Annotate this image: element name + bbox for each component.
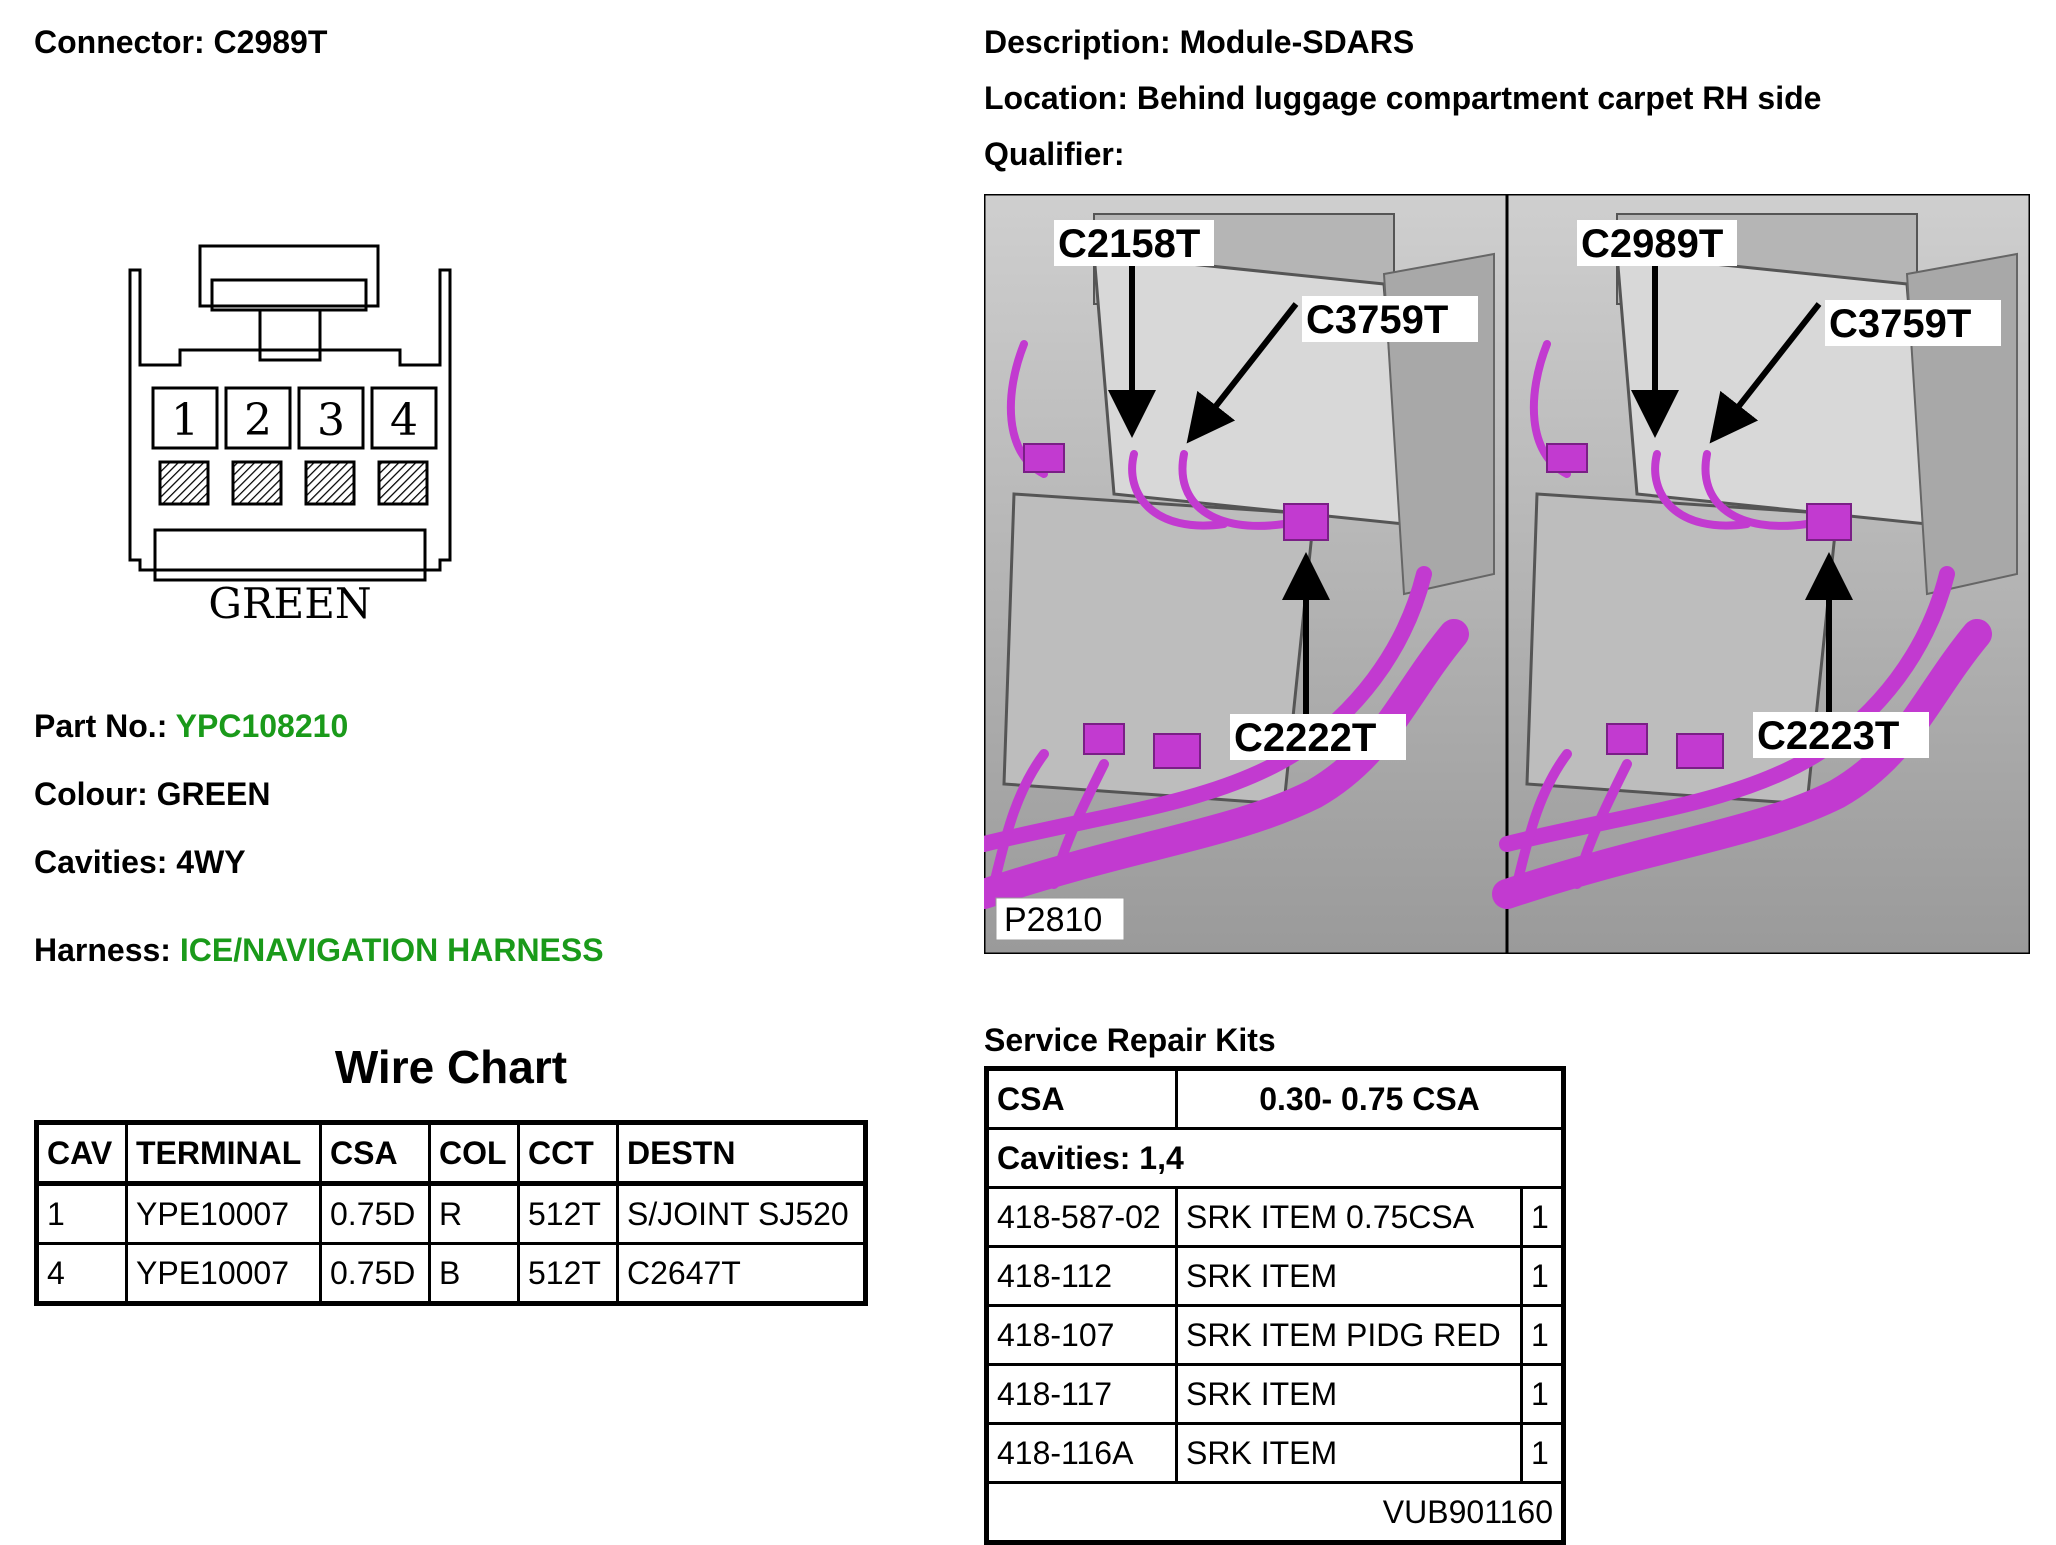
wire-chart-title: Wire Chart bbox=[334, 1041, 568, 1093]
callout-label: C2222T bbox=[1234, 716, 1376, 760]
photo-panel-right: C2989T C3759T C2223T bbox=[1492, 213, 2018, 909]
column-header: TERMINAL bbox=[125, 1121, 322, 1186]
pin-number: 1 bbox=[171, 395, 199, 446]
part-number-label: Part No.: bbox=[34, 708, 168, 744]
table-row: 1 YPE10007 0.75D R 512T S/JOINT SJ520 bbox=[35, 1182, 867, 1245]
table-cell: 0.75D bbox=[319, 1242, 431, 1305]
srk-table: CSA 0.30- 0.75 CSA Cavities: 1,4 418-587… bbox=[984, 1066, 1566, 1545]
column-header: CAV bbox=[35, 1121, 128, 1186]
pin-number: 3 bbox=[317, 395, 345, 446]
pin-number: 4 bbox=[390, 395, 418, 446]
table-cell: SRK ITEM 0.75CSA bbox=[1175, 1186, 1523, 1248]
table-cell: SRK ITEM bbox=[1175, 1422, 1523, 1484]
srk-csa-row: CSA 0.30- 0.75 CSA bbox=[985, 1067, 1565, 1130]
table-cell: S/JOINT SJ520 bbox=[616, 1182, 867, 1245]
table-row: 418-587-02 SRK ITEM 0.75CSA 1 bbox=[985, 1186, 1565, 1248]
table-row: 418-112 SRK ITEM 1 bbox=[985, 1245, 1565, 1307]
callout-label: C3759T bbox=[1829, 302, 1971, 346]
pin-box-2 bbox=[224, 386, 292, 450]
table-cell: 4 bbox=[35, 1242, 128, 1305]
table-cell: R bbox=[428, 1182, 520, 1245]
terminal-hatch bbox=[304, 460, 356, 506]
table-cell: SRK ITEM bbox=[1175, 1363, 1523, 1425]
connector-colour-caption: GREEN bbox=[208, 579, 371, 628]
connector-face-diagram: 1 2 3 4 GREEN bbox=[128, 244, 452, 628]
table-cell: 1 bbox=[1520, 1363, 1565, 1425]
table-cell: 1 bbox=[1520, 1422, 1565, 1484]
pin-box-1 bbox=[151, 386, 219, 450]
photo-reference: P2810 bbox=[1004, 901, 1102, 939]
callout-label: C3759T bbox=[1306, 298, 1448, 342]
pin-box-3 bbox=[297, 386, 365, 450]
table-cell: B bbox=[428, 1242, 520, 1305]
photo-panel-left: C2158T C3759T C2222T P2810 bbox=[984, 213, 1495, 941]
terminal-hatch bbox=[377, 460, 429, 506]
srk-cavities: Cavities: 1,4 bbox=[985, 1127, 1565, 1189]
table-cell: SRK ITEM bbox=[1175, 1245, 1523, 1307]
table-cell: 512T bbox=[517, 1242, 619, 1305]
table-row: 4 YPE10007 0.75D B 512T C2647T bbox=[35, 1242, 867, 1305]
table-cell: 1 bbox=[1520, 1186, 1565, 1248]
table-cell: 1 bbox=[35, 1182, 128, 1245]
connector-label: Connector: C2989T bbox=[34, 24, 328, 60]
table-cell: 1 bbox=[1520, 1245, 1565, 1307]
srk-footer: VUB901160 bbox=[985, 1481, 1565, 1544]
part-number-value: YPC108210 bbox=[175, 708, 349, 744]
table-row: 418-117 SRK ITEM 1 bbox=[985, 1363, 1565, 1425]
cavities-label: Cavities: 4WY bbox=[34, 844, 246, 880]
callout-label: C2223T bbox=[1757, 714, 1899, 758]
srk-title: Service Repair Kits bbox=[984, 1022, 1276, 1058]
table-cell: 418-107 bbox=[985, 1304, 1178, 1366]
pin-number: 2 bbox=[244, 395, 272, 446]
table-cell: C2647T bbox=[616, 1242, 867, 1305]
table-row: 418-107 SRK ITEM PIDG RED 1 bbox=[985, 1304, 1565, 1366]
table-cell: SRK ITEM PIDG RED bbox=[1175, 1304, 1523, 1366]
colour-label: Colour: GREEN bbox=[34, 776, 271, 812]
table-cell: YPE10007 bbox=[125, 1182, 322, 1245]
wire-chart-header-row: CAV TERMINAL CSA COL CCT DESTN bbox=[35, 1121, 867, 1186]
harness-value: ICE/NAVIGATION HARNESS bbox=[179, 932, 604, 968]
table-cell: 418-587-02 bbox=[985, 1186, 1178, 1248]
wire-chart-table: CAV TERMINAL CSA COL CCT DESTN 1 YPE1000… bbox=[34, 1120, 868, 1306]
srk-csa-value: 0.30- 0.75 CSA bbox=[1175, 1067, 1565, 1130]
callout-label: C2989T bbox=[1581, 222, 1723, 266]
terminal-hatch bbox=[231, 460, 283, 506]
pin-box-4 bbox=[370, 386, 438, 450]
column-header: DESTN bbox=[616, 1121, 867, 1186]
table-row: 418-116A SRK ITEM 1 bbox=[985, 1422, 1565, 1484]
column-header: COL bbox=[428, 1121, 520, 1186]
srk-cavities-row: Cavities: 1,4 bbox=[985, 1127, 1565, 1189]
description-label: Description: Module-SDARS bbox=[984, 24, 1415, 60]
part-number-row: Part No.: YPC108210 bbox=[34, 708, 348, 745]
callout-label: C2158T bbox=[1058, 222, 1200, 266]
harness-row: Harness: ICE/NAVIGATION HARNESS bbox=[34, 932, 604, 969]
table-cell: 1 bbox=[1520, 1304, 1565, 1366]
table-cell: 418-117 bbox=[985, 1363, 1178, 1425]
table-cell: 418-116A bbox=[985, 1422, 1178, 1484]
location-label: Location: Behind luggage compartment car… bbox=[984, 80, 1822, 116]
srk-csa-label: CSA bbox=[985, 1067, 1178, 1130]
harness-label: Harness: bbox=[34, 932, 171, 968]
table-cell: 0.75D bbox=[319, 1182, 431, 1245]
table-cell: YPE10007 bbox=[125, 1242, 322, 1305]
location-photo: C2158T C3759T C2222T P2810 bbox=[984, 194, 2030, 954]
column-header: CCT bbox=[517, 1121, 619, 1186]
column-header: CSA bbox=[319, 1121, 431, 1186]
table-cell: 512T bbox=[517, 1182, 619, 1245]
srk-footer-row: VUB901160 bbox=[985, 1481, 1565, 1544]
qualifier-label: Qualifier: bbox=[984, 136, 1125, 172]
table-cell: 418-112 bbox=[985, 1245, 1178, 1307]
terminal-hatch bbox=[158, 460, 210, 506]
